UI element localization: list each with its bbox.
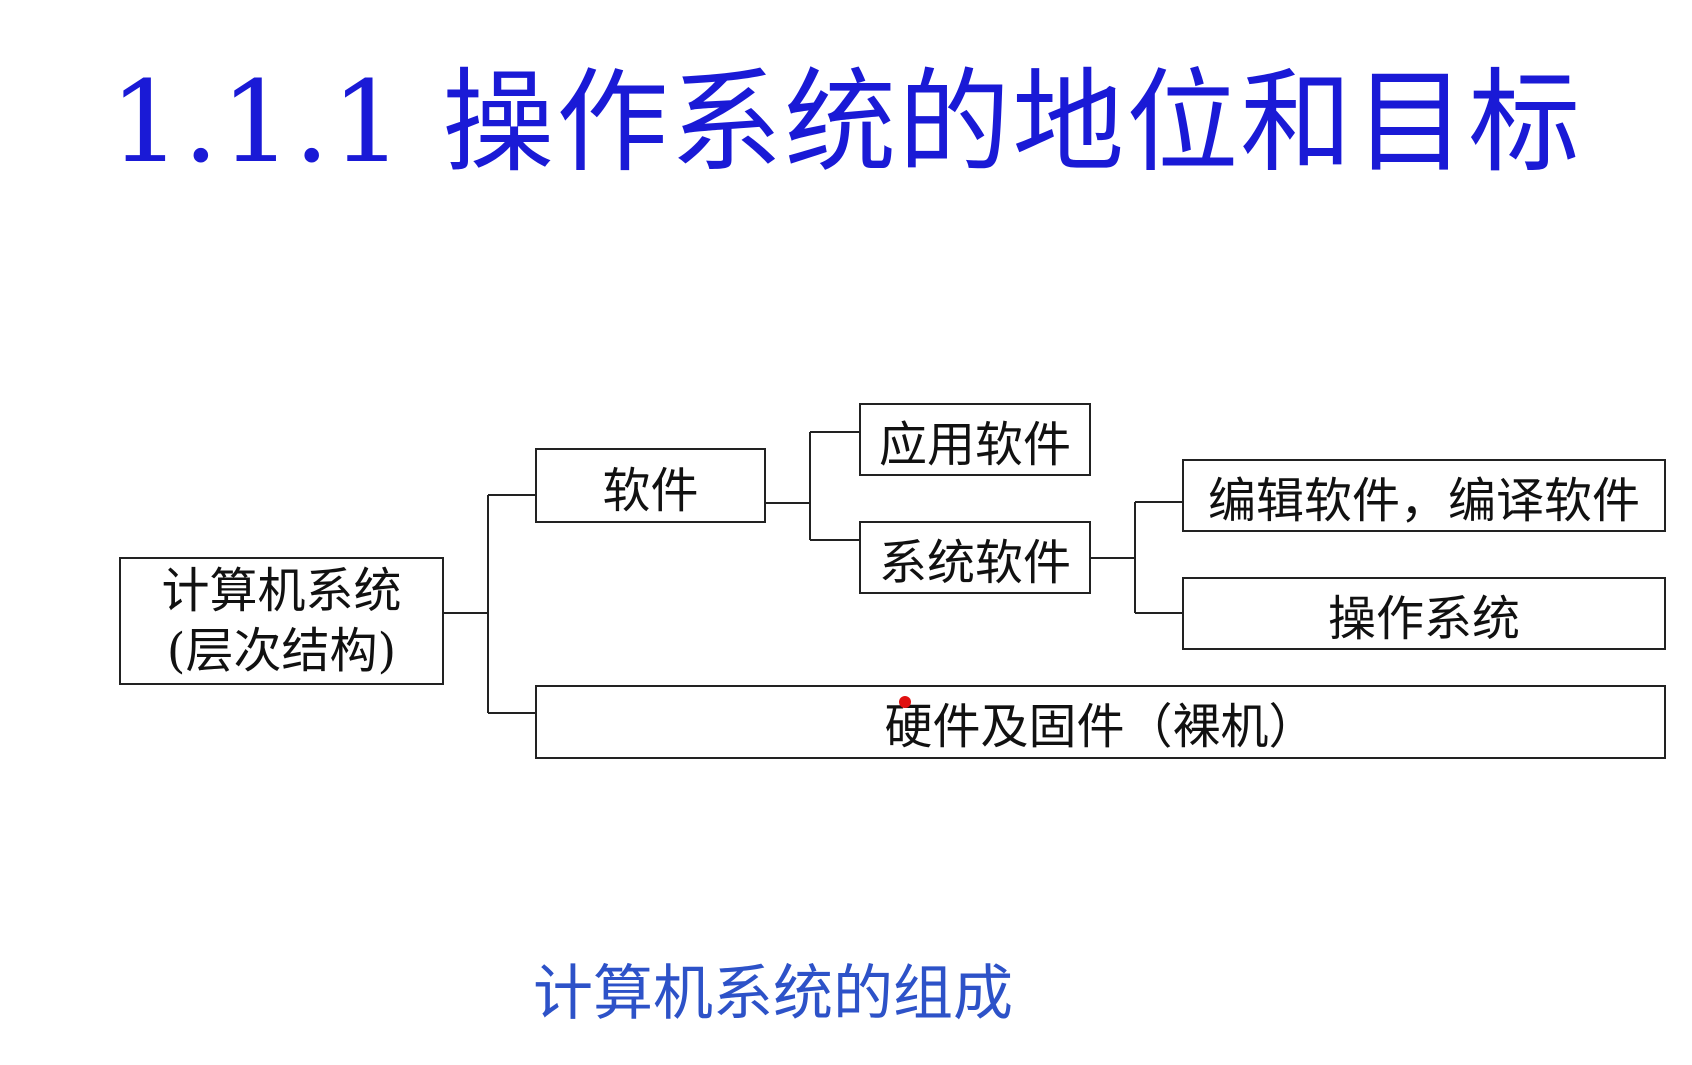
node-computer-system-line1: 计算机系统 (161, 563, 402, 619)
laser-pointer-dot (899, 696, 911, 708)
node-application-software: 应用软件 (859, 403, 1091, 476)
node-editing-compiling-software: 编辑软件，编译软件 (1182, 459, 1666, 532)
node-computer-system: 计算机系统 (层次结构) (119, 557, 444, 685)
node-system-software: 系统软件 (859, 521, 1091, 594)
node-software: 软件 (535, 448, 766, 523)
slide-title: 1.1.1 操作系统的地位和目标 (109, 58, 1583, 188)
node-operating-system: 操作系统 (1182, 577, 1666, 650)
node-computer-system-line2: (层次结构) (166, 623, 397, 679)
node-hardware-firmware: 硬件及固件（裸机） (535, 685, 1666, 759)
diagram-caption: 计算机系统的组成 (533, 959, 1013, 1029)
